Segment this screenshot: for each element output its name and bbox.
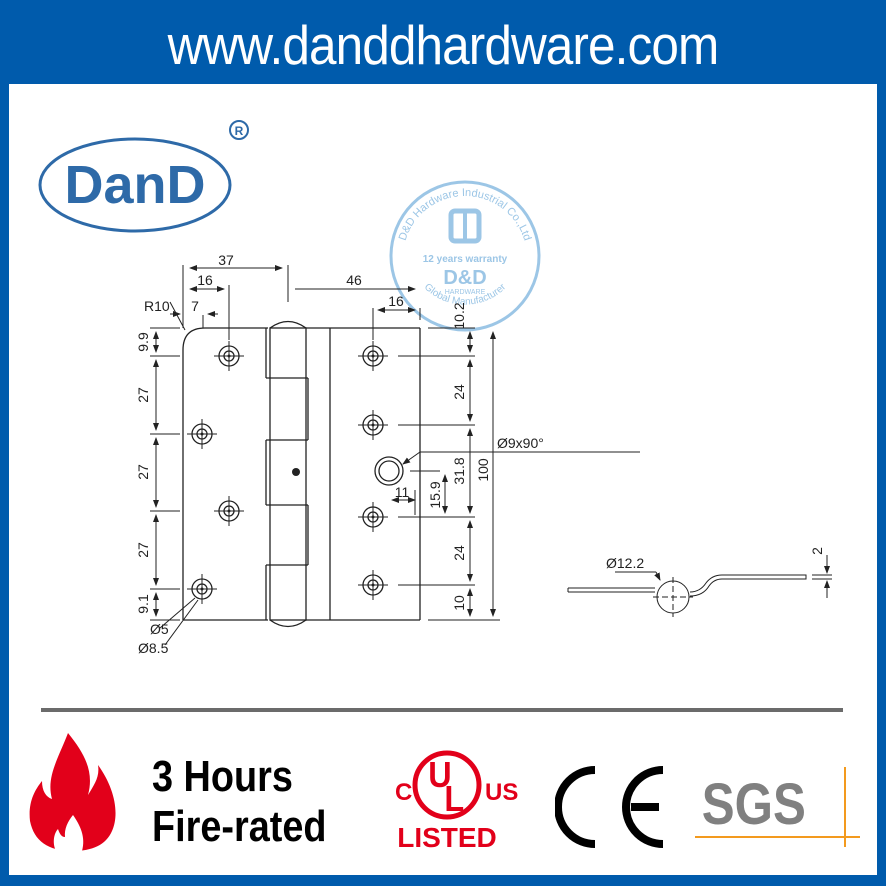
svg-text:US: US — [485, 779, 518, 806]
header-banner: www.danddhardware.com — [0, 0, 886, 84]
svg-text:HARDWARE: HARDWARE — [445, 289, 486, 296]
dim-r10: R10 — [144, 298, 170, 314]
warranty-watermark: D&D Hardware Industrial Co.,Ltd Global M… — [389, 180, 541, 332]
knuckle-dia-label: Ø12.2 — [606, 555, 644, 571]
website-url[interactable]: www.danddhardware.com — [167, 14, 720, 76]
svg-text:12 years warranty: 12 years warranty — [423, 254, 508, 265]
svg-text:LISTED: LISTED — [397, 822, 497, 853]
dim-11: 11 — [395, 484, 410, 500]
svg-text:10.2: 10.2 — [451, 302, 467, 329]
svg-text:9.9: 9.9 — [135, 332, 151, 352]
registered-mark: R — [235, 124, 244, 138]
svg-text:L: L — [444, 779, 464, 819]
dand-logo: DanD R — [38, 120, 249, 233]
countersink-label: Ø9x90° — [497, 435, 544, 451]
dim-46: 46 — [346, 272, 362, 288]
dim-15-9: 15.9 — [427, 481, 443, 508]
dim-16-left: 16 — [197, 272, 213, 288]
logo-brand-text: DanD — [64, 155, 205, 215]
ce-mark — [555, 766, 664, 848]
fire-rating-text: 3 Hours Fire-rated — [152, 752, 327, 852]
hole-dia-5: Ø5 — [150, 621, 169, 637]
svg-text:SGS: SGS — [702, 772, 806, 837]
dim-100: 100 — [475, 458, 491, 482]
fire-line1: 3 Hours — [152, 752, 293, 801]
separator-line — [41, 708, 843, 712]
svg-text:31.8: 31.8 — [451, 457, 467, 484]
hinge-technical-drawing: 37 16 7 46 16 R10 9.9 27 27 27 9.1 Ø5 Ø8… — [135, 252, 832, 656]
fire-icon — [29, 733, 116, 851]
svg-text:U: U — [428, 755, 451, 795]
svg-text:24: 24 — [451, 384, 467, 400]
svg-text:C: C — [395, 779, 412, 806]
svg-text:27: 27 — [135, 387, 151, 403]
ul-listed-badge: C U L US LISTED — [395, 750, 518, 853]
svg-text:10: 10 — [451, 595, 467, 611]
thickness-label: 2 — [809, 547, 825, 555]
svg-text:9.1: 9.1 — [135, 594, 151, 614]
dim-16-right: 16 — [388, 293, 404, 309]
fire-line2: Fire-rated — [152, 802, 327, 851]
svg-text:27: 27 — [135, 464, 151, 480]
svg-text:27: 27 — [135, 542, 151, 558]
hole-dia-8-5: Ø8.5 — [138, 640, 169, 656]
sgs-mark: SGS — [695, 767, 860, 847]
dim-37: 37 — [218, 252, 234, 268]
dim-7: 7 — [191, 298, 199, 314]
svg-text:24: 24 — [451, 545, 467, 561]
svg-text:D&D: D&D — [443, 267, 486, 289]
